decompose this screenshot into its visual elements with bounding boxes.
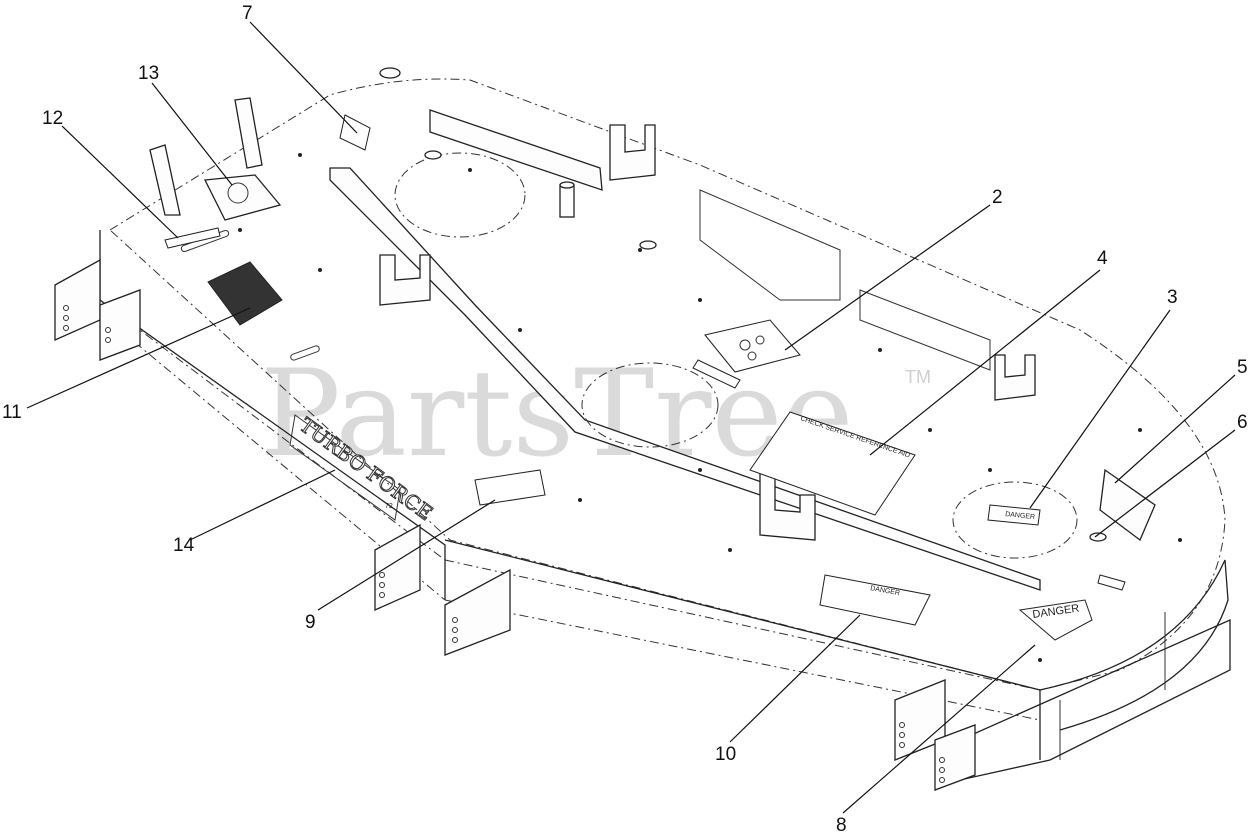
- callout-11: 11: [2, 402, 22, 423]
- callout-13: 13: [138, 63, 159, 84]
- decal-danger-small: DANGER: [987, 504, 1041, 526]
- callout-6: 6: [1237, 412, 1248, 433]
- deck-outline: [54, 67, 1231, 791]
- decal-turbo-model-text: 72: [385, 503, 393, 510]
- callout-10: 10: [715, 744, 736, 765]
- callout-2: 2: [992, 187, 1003, 208]
- decal-warning-panel: [207, 261, 283, 326]
- watermark-tm: TM: [905, 367, 931, 387]
- callout-14: 14: [173, 535, 195, 556]
- callout-7: 7: [242, 3, 253, 24]
- leader-lines: [26, 21, 1236, 814]
- decal-front-center: [474, 469, 546, 506]
- callout-3: 3: [1167, 287, 1178, 308]
- callout-12: 12: [42, 108, 63, 129]
- decal-danger-small-text: DANGER: [1005, 511, 1036, 521]
- callout-8: 8: [836, 815, 847, 836]
- decal-check-service: CHECK SERVICE REFERENCE AID: [749, 411, 916, 516]
- decal-deflector: [1099, 468, 1156, 542]
- callout-5: 5: [1237, 357, 1248, 378]
- decal-belt-routing: [692, 319, 801, 389]
- decal-danger-diamond: DANGER: [1018, 599, 1093, 641]
- decal-small-right: [1097, 574, 1126, 591]
- decal-height-scale: [164, 227, 221, 249]
- decal-bracket-plate: [203, 174, 282, 221]
- decal-danger-large: DANGER: [819, 574, 931, 626]
- callout-4: 4: [1097, 248, 1108, 269]
- callout-9: 9: [305, 612, 316, 633]
